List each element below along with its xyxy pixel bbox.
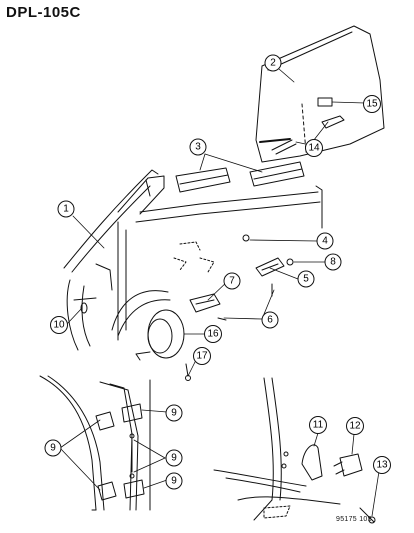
callout-7-label: 7 [229, 276, 235, 287]
callout-9a-label: 9 [171, 408, 177, 419]
callout-17: 17 [193, 347, 211, 365]
callout-15-label: 15 [366, 99, 378, 110]
door-glass [255, 25, 385, 163]
door-frame [63, 169, 323, 351]
glass-bracket-upper [317, 97, 333, 107]
callout-6: 6 [261, 311, 279, 329]
callout-3: 3 [189, 138, 207, 156]
callout-13: 13 [373, 456, 391, 474]
callout-6-label: 6 [267, 315, 273, 326]
callout-2: 2 [264, 54, 282, 72]
callout-11-label: 11 [313, 420, 324, 431]
callout-16-label: 16 [207, 329, 219, 340]
callout-7: 7 [223, 272, 241, 290]
regulator-channels [175, 161, 305, 193]
callout-4: 4 [316, 232, 334, 250]
callout-16: 16 [204, 325, 222, 343]
speaker-cover [135, 309, 191, 381]
callout-8: 8 [324, 253, 342, 271]
callout-1: 1 [57, 200, 75, 218]
callout-12: 12 [346, 417, 364, 435]
callout-17-label: 17 [196, 351, 208, 362]
callout-15: 15 [363, 95, 381, 113]
callout-13-label: 13 [376, 460, 388, 471]
callout-10: 10 [50, 316, 68, 334]
callout-4-label: 4 [322, 236, 328, 247]
callout-8-label: 8 [330, 257, 336, 268]
callout-2-label: 2 [270, 58, 276, 69]
callout-9c-label: 9 [171, 453, 177, 464]
handle-and-bracket [189, 257, 285, 321]
callout-14: 14 [305, 139, 323, 157]
callout-1-label: 1 [63, 204, 69, 215]
callout-3-label: 3 [195, 142, 201, 153]
callout-12-label: 12 [349, 421, 361, 432]
callout-5: 5 [297, 270, 315, 288]
callout-11: 11 [309, 416, 327, 434]
callout-10-label: 10 [53, 320, 65, 331]
diagram-code: DPL-105C [6, 4, 81, 21]
callout-9d: 9 [165, 472, 183, 490]
callout-9a: 9 [165, 404, 183, 422]
reference-number: 95175 105 [336, 516, 372, 523]
callout-5-label: 5 [303, 274, 309, 285]
callout-14-label: 14 [308, 143, 320, 154]
callout-9c: 9 [165, 449, 183, 467]
check-strap-inset [213, 377, 376, 524]
callout-group: 1 2 3 4 5 6 7 8 9 9 9 9 10 11 12 13 14 1… [44, 54, 391, 490]
leader-lines [59, 68, 381, 517]
callout-9b: 9 [44, 439, 62, 457]
hinge-inset [39, 375, 151, 511]
callout-9d-label: 9 [171, 476, 177, 487]
callout-9b-label: 9 [50, 443, 56, 454]
